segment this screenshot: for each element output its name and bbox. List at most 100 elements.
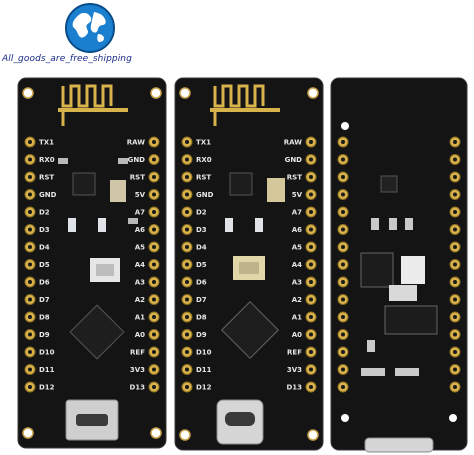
pin-hole [309,210,313,214]
pin-label: A5 [135,244,145,252]
pin-hole [28,280,32,284]
pin-label: D8 [39,314,50,322]
pin-hole [453,140,457,144]
board-3-left-pins [337,136,349,393]
pin-hole [341,175,345,179]
pin-hole [341,192,345,197]
pin-label: RAW [284,139,302,147]
pin-hole [185,192,189,197]
pin-label: A1 [292,314,302,322]
pin-hole [453,367,457,372]
pin-hole [453,315,457,319]
pin-hole [152,297,156,302]
pin-label: A2 [292,296,302,304]
pin-hole [309,385,313,389]
pin-label: GND [285,156,303,164]
pin-hole [309,315,313,319]
pin-hole [152,315,156,319]
pin-label: D12 [39,384,55,392]
pin-label: D2 [39,209,50,217]
pin-label: REF [287,349,302,357]
pin-hole [341,140,345,144]
shipping-caption: All_goods_are_free_shipping [2,54,132,64]
pin-label: RST [196,174,211,182]
pin-label: A6 [135,226,145,234]
pin-hole [309,157,313,162]
pin-label: 5V [135,191,146,199]
pin-label: RST [39,174,54,182]
pin-label: GND [196,191,214,199]
pin-hole [28,157,32,162]
pin-hole [152,227,156,232]
pin-hole [341,245,345,249]
pin-hole [185,262,189,267]
pin-label: D3 [39,226,50,234]
pin-hole [309,245,313,249]
pin-hole [309,140,313,144]
pin-label: D9 [39,331,50,339]
pin-hole [28,367,32,372]
pin-hole [309,227,313,232]
pin-hole [28,227,32,232]
pin-hole [309,367,313,372]
pin-label: A0 [135,331,145,339]
pin-label: REF [130,349,145,357]
pin-hole [453,262,457,267]
pin-label: A4 [292,261,302,269]
pin-hole [152,385,156,389]
pin-hole [28,350,32,354]
pin-hole [341,227,345,232]
pin-label: 3V3 [287,366,302,374]
pin-hole [185,140,189,144]
pin-label: A0 [292,331,302,339]
pin-hole [28,175,32,179]
pin-label: D13 [286,384,302,392]
pin-hole [453,210,457,214]
pin-label: GND [39,191,57,199]
pin-hole [185,175,189,179]
pin-hole [152,262,156,267]
pin-hole [152,175,156,179]
pin-hole [185,280,189,284]
pin-hole [152,245,156,249]
pin-hole [453,280,457,284]
pin-label: D8 [196,314,207,322]
store-globe-logo [58,2,122,54]
pin-hole [185,385,189,389]
pin-label: D4 [196,244,207,252]
pin-hole [152,140,156,144]
pin-hole [341,315,345,319]
pin-hole [453,332,457,337]
pin-label: RX0 [196,156,212,164]
pin-hole [341,280,345,284]
pin-label: D7 [39,296,50,304]
pin-hole [309,332,313,337]
pin-hole [453,385,457,389]
pin-label: D5 [196,261,207,269]
pin-hole [185,210,189,214]
pin-hole [28,245,32,249]
pin-label: GND [128,156,146,164]
pin-hole [152,157,156,162]
pin-label: 5V [292,191,303,199]
pin-hole [453,175,457,179]
pin-hole [152,350,156,354]
pin-label: A7 [135,209,145,217]
pin-hole [341,157,345,162]
pin-label: A5 [292,244,302,252]
pin-label: A1 [135,314,145,322]
pin-hole [28,315,32,319]
pin-label: TX1 [39,139,54,147]
pin-label: A6 [292,226,302,234]
pin-label: D6 [39,279,50,287]
pin-label: D4 [39,244,50,252]
pin-hole [309,175,313,179]
pin-hole [152,280,156,284]
pin-hole [453,245,457,249]
pin-label: A7 [292,209,302,217]
